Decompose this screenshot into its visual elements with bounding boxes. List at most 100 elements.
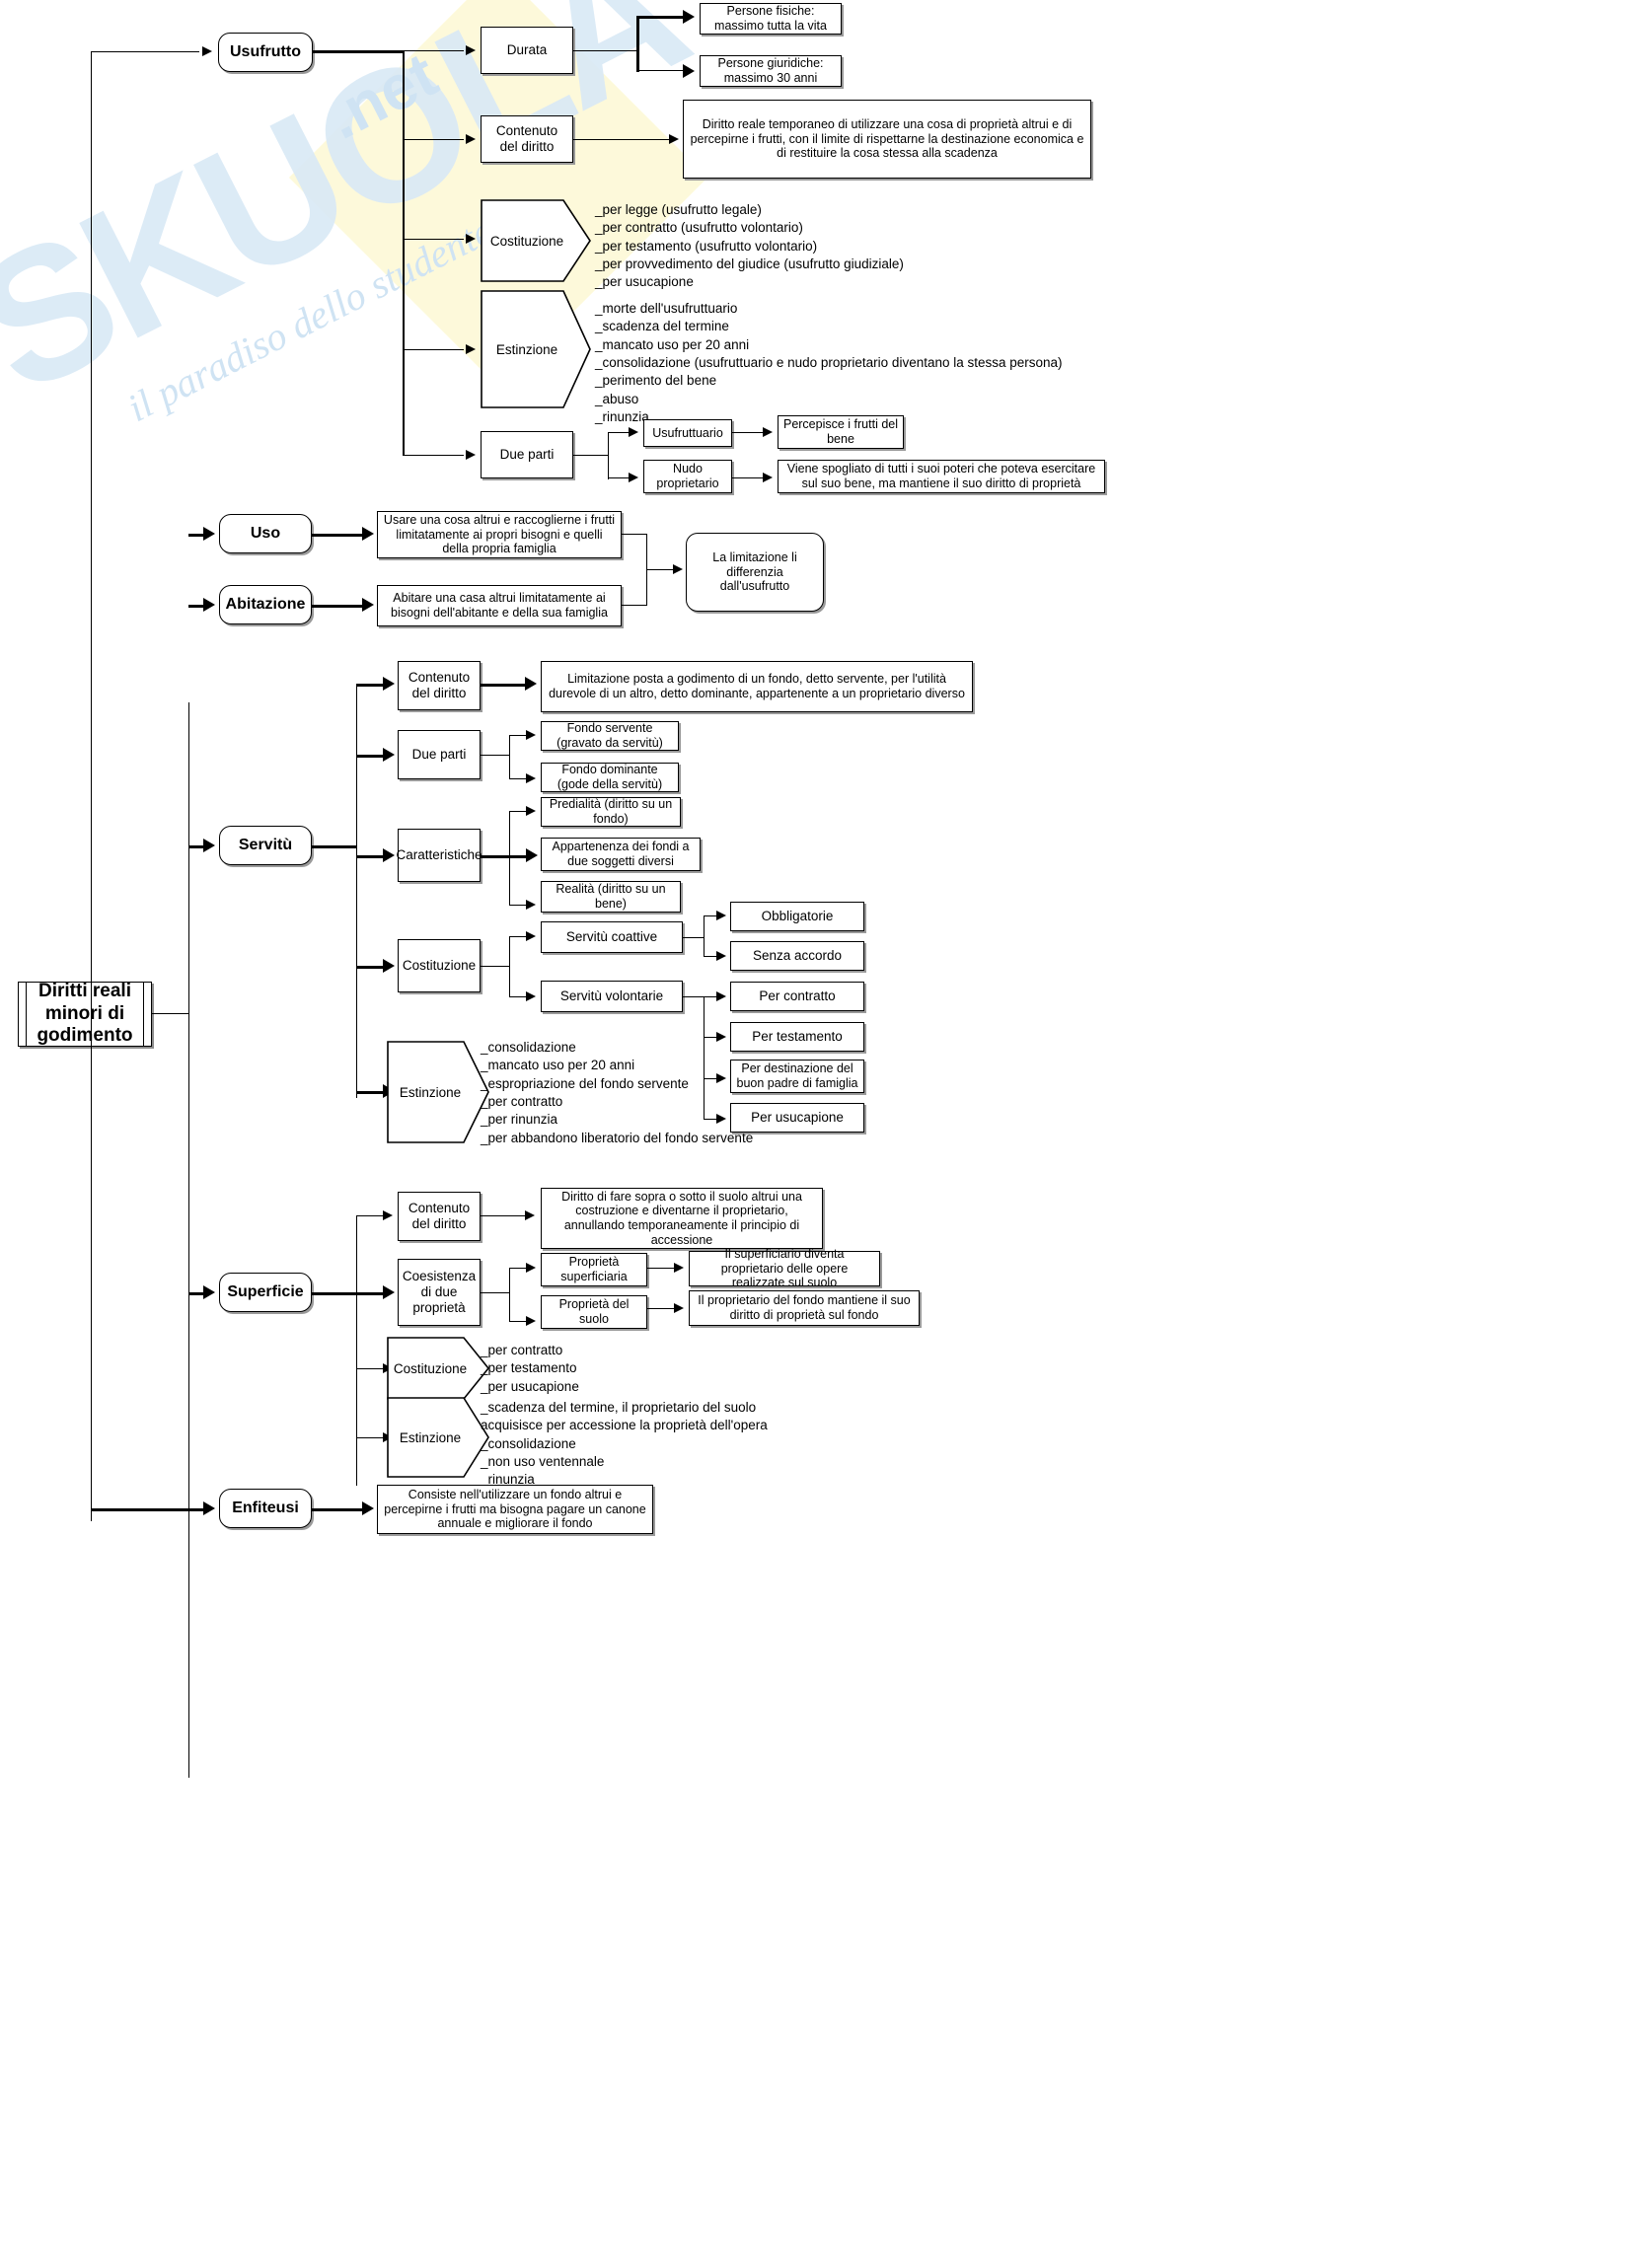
node-costituzione-usufrutto[interactable]: Costituzione — [481, 199, 591, 282]
node-per-usucapione-servitu[interactable]: Per usucapione — [730, 1103, 864, 1133]
arrow-contenuto-servitu-desc — [525, 677, 537, 691]
arrow-usufrutto — [202, 46, 212, 56]
node-senza-accordo[interactable]: Senza accordo — [730, 941, 864, 971]
edge-usufrutto-contenuto — [403, 139, 464, 141]
node-contenuto-superficie-label: Contenuto del diritto — [408, 1201, 471, 1231]
node-servitu-coattive[interactable]: Servitù coattive — [541, 921, 683, 953]
node-per-contratto-label: Per contratto — [759, 988, 836, 1004]
node-servitu[interactable]: Servitù — [219, 826, 312, 865]
node-enfiteusi[interactable]: Enfiteusi — [219, 1489, 312, 1528]
node-senza-accordo-label: Senza accordo — [752, 948, 843, 964]
edge-abit-join — [622, 605, 647, 607]
node-appartenenza[interactable]: Appartenenza dei fondi a due soggetti di… — [541, 838, 701, 871]
node-obbligatorie-label: Obbligatorie — [761, 909, 834, 924]
node-contenuto-servitu[interactable]: Contenuto del diritto — [398, 661, 481, 710]
list-estinzione-usufrutto: _morte dell'usufruttuario _scadenza del … — [595, 301, 1063, 425]
node-per-testamento[interactable]: Per testamento — [730, 1022, 864, 1052]
node-costituzione-superficie[interactable]: Costituzione — [387, 1337, 489, 1400]
node-estinzione-superficie[interactable]: Estinzione — [387, 1397, 489, 1478]
node-usufrutto[interactable]: Usufrutto — [218, 33, 313, 72]
edge-prop-superficiaria — [509, 1268, 527, 1270]
node-persone-fisiche[interactable]: Persone fisiche: massimo tutta la vita — [700, 3, 842, 35]
edge-dueparti-servitu-split — [481, 755, 510, 757]
node-dueparti-usufrutto[interactable]: Due parti — [481, 431, 573, 478]
edge-servitu-estinzione — [356, 1091, 384, 1094]
edge-root-superficie — [188, 1292, 206, 1295]
arrow-prop-suolo-detail — [674, 1303, 684, 1313]
node-limitazione-nota: La limitazione li differenzia dall'usufr… — [686, 533, 824, 612]
node-usufrutto-label: Usufrutto — [230, 42, 301, 60]
edge-volontarie-split — [683, 996, 705, 998]
node-dueparti-servitu[interactable]: Due parti — [398, 730, 481, 779]
node-contenuto-superficie[interactable]: Contenuto del diritto — [398, 1192, 481, 1241]
arrow-nudo-detail — [763, 473, 773, 482]
node-per-usucapione-servitu-label: Per usucapione — [751, 1110, 844, 1126]
node-usufruttuario[interactable]: Usufruttuario — [643, 419, 732, 447]
node-abitazione[interactable]: Abitazione — [219, 585, 312, 624]
arrow-superficie-contenuto — [383, 1210, 393, 1220]
node-enfiteusi-label: Enfiteusi — [232, 1499, 299, 1516]
node-uso-label: Uso — [250, 524, 281, 542]
arrow-senza-accordo — [716, 951, 726, 961]
arrow-durata-b — [683, 64, 695, 78]
node-persone-giuridiche[interactable]: Persone giuridiche: massimo 30 anni — [700, 55, 842, 87]
edge-contenuto-superficie-desc — [481, 1215, 526, 1217]
node-superficie[interactable]: Superficie — [219, 1273, 312, 1312]
node-caratteristiche[interactable]: Caratteristiche — [396, 829, 482, 882]
node-uso-desc-text: Usare una cosa altrui e raccoglierne i f… — [383, 512, 616, 556]
edge-usufrutto-durata — [403, 50, 464, 52]
arrow-servitu-dueparti — [383, 748, 395, 762]
node-proprieta-suolo[interactable]: Proprietà del suolo — [541, 1295, 647, 1329]
node-nudo-proprietario-label: Nudo proprietario — [656, 462, 719, 490]
node-per-destinazione[interactable]: Per destinazione del buon padre di famig… — [730, 1060, 864, 1093]
node-uso[interactable]: Uso — [219, 514, 312, 553]
node-fondo-servente[interactable]: Fondo servente (gravato da servitù) — [541, 721, 679, 751]
node-costituzione-usufrutto-label: Costituzione — [489, 233, 564, 249]
node-contenuto-servitu-desc-text: Limitazione posta a godimento di un fond… — [549, 672, 965, 700]
node-persone-fisiche-label: Persone fisiche: massimo tutta la vita — [714, 4, 827, 33]
edge-root-servitu — [188, 845, 206, 848]
edge-durata-split — [573, 50, 636, 52]
root-node[interactable]: Diritti reali minori di godimento — [18, 981, 152, 1047]
node-estinzione-usufrutto[interactable]: Estinzione — [481, 290, 591, 408]
edge-prop-suolo — [509, 1321, 527, 1323]
node-durata[interactable]: Durata — [481, 27, 573, 74]
edge-join-note — [646, 569, 674, 571]
edge-superficie-coesistenza — [356, 1292, 384, 1295]
node-per-testamento-label: Per testamento — [752, 1029, 843, 1045]
edge-per-testamento — [704, 1037, 717, 1039]
node-coesistenza[interactable]: Coesistenza di due proprietà — [398, 1259, 481, 1326]
node-estinzione-servitu-label: Estinzione — [399, 1084, 462, 1100]
arrow-per-testamento — [716, 1032, 726, 1042]
node-costituzione-servitu[interactable]: Costituzione — [398, 939, 481, 992]
edge-usufrutto-out — [313, 50, 404, 53]
node-estinzione-servitu[interactable]: Estinzione — [387, 1041, 489, 1143]
node-obbligatorie[interactable]: Obbligatorie — [730, 902, 864, 931]
arrow-contenuto-superficie-desc — [525, 1210, 535, 1220]
node-per-contratto[interactable]: Per contratto — [730, 982, 864, 1011]
list-costituzione-usufrutto: _per legge (usufrutto legale) _per contr… — [595, 202, 904, 290]
edge-nudo — [608, 477, 630, 479]
node-nudo-proprietario[interactable]: Nudo proprietario — [643, 460, 732, 493]
edge-enfiteusi-desc — [312, 1508, 363, 1511]
node-realita-label: Realità (diritto su un bene) — [556, 882, 666, 911]
node-servitu-volontarie[interactable]: Servitù volontarie — [541, 981, 683, 1012]
node-contenuto-servitu-label: Contenuto del diritto — [408, 670, 471, 700]
edge-root-abitazione — [188, 605, 206, 608]
root-label: Diritti reali minori di godimento — [37, 981, 133, 1047]
edge-abitazione-desc — [312, 605, 363, 608]
node-realita[interactable]: Realità (diritto su un bene) — [541, 881, 681, 913]
node-proprieta-superficiaria[interactable]: Proprietà superficiaria — [541, 1253, 647, 1286]
edge-uso-desc — [312, 534, 363, 537]
edge-superficie-costituzione — [356, 1368, 384, 1370]
arrow-servitu-caratteristiche — [383, 848, 395, 862]
node-contenuto-usufrutto[interactable]: Contenuto del diritto — [481, 115, 573, 163]
list-estinzione-servitu: _consolidazione _mancato uso per 20 anni… — [481, 1040, 754, 1145]
node-uso-desc: Usare una cosa altrui e raccoglierne i f… — [377, 511, 622, 558]
node-predialita[interactable]: Predialità (diritto su un fondo) — [541, 797, 681, 827]
node-usufruttuario-label: Usufruttuario — [652, 425, 723, 440]
arrow-abitazione-desc — [362, 598, 374, 612]
node-contenuto-superficie-desc: Diritto di fare sopra o sotto il suolo a… — [541, 1188, 823, 1249]
node-fondo-dominante[interactable]: Fondo dominante (gode della servitù) — [541, 763, 679, 792]
node-proprieta-superficiaria-label: Proprietà superficiaria — [560, 1255, 628, 1283]
